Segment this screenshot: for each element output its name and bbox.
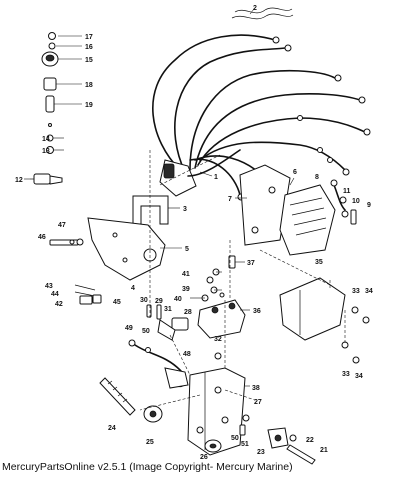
callout-13: 13 — [42, 148, 50, 155]
callout-18: 18 — [85, 82, 93, 89]
callout-19: 19 — [85, 102, 93, 109]
washer-26 — [204, 439, 222, 453]
callout-5: 5 — [185, 246, 189, 253]
nut-32 — [214, 352, 222, 360]
wiring-harness — [152, 7, 371, 201]
callout-4: 4 — [131, 285, 135, 292]
callout-33-lower: 33 — [342, 371, 350, 378]
callout-26: 26 — [200, 454, 208, 461]
callout-44: 44 — [51, 291, 59, 298]
temperature-sender — [30, 173, 63, 185]
ignition-module — [279, 184, 336, 256]
starter-solenoid — [197, 292, 246, 339]
washer-22 — [289, 434, 297, 442]
callout-48: 48 — [183, 351, 191, 358]
callout-38: 38 — [252, 385, 260, 392]
callout-21: 21 — [320, 447, 328, 454]
callout-30: 30 — [140, 297, 148, 304]
callout-17: 17 — [85, 34, 93, 41]
callout-8: 8 — [315, 174, 319, 181]
callout-39: 39 — [182, 286, 190, 293]
bolt-46 — [49, 238, 84, 246]
screw-9 — [350, 209, 357, 225]
wire-44 — [74, 291, 96, 297]
callout-31: 31 — [164, 306, 172, 313]
callout-35: 35 — [315, 259, 323, 266]
callout-11: 11 — [343, 188, 351, 195]
callout-40: 40 — [174, 296, 182, 303]
callout-7: 7 — [228, 196, 232, 203]
screw-29 — [156, 304, 162, 320]
electrical-cover — [279, 277, 346, 341]
callout-23: 23 — [257, 449, 265, 456]
ground-wire — [330, 179, 346, 211]
harness-bracket — [132, 195, 169, 225]
harness-plug — [159, 149, 241, 197]
callout-33-upper: 33 — [352, 288, 360, 295]
callout-36: 36 — [253, 308, 261, 315]
callout-25: 25 — [146, 439, 154, 446]
clip-45 — [92, 294, 102, 304]
callout-9: 9 — [367, 202, 371, 209]
nut-51 — [242, 414, 250, 422]
terminal-42 — [79, 295, 93, 305]
callout-47: 47 — [58, 222, 66, 229]
callout-28: 28 — [184, 309, 192, 316]
callout-24: 24 — [108, 425, 116, 432]
callout-12: 12 — [15, 177, 23, 184]
callout-37: 37 — [247, 260, 255, 267]
fastener-38 — [206, 276, 214, 284]
callout-27: 27 — [254, 399, 262, 406]
spacer-25 — [143, 405, 163, 423]
assembly-guide-lines — [139, 150, 346, 411]
callout-41: 41 — [182, 271, 190, 278]
fastener-stack — [41, 32, 59, 154]
bolt-21 — [286, 444, 316, 465]
callout-22: 22 — [306, 437, 314, 444]
callout-14: 14 — [42, 136, 50, 143]
callout-42: 42 — [55, 301, 63, 308]
callout-15: 15 — [85, 57, 93, 64]
screw-30 — [146, 304, 152, 318]
callout-1: 1 — [214, 174, 218, 181]
stud-24 — [99, 377, 136, 416]
callout-labels: 2 17 16 15 18 19 14 13 12 1 6 8 7 11 10 … — [15, 5, 373, 461]
callout-34-upper: 34 — [365, 288, 373, 295]
connector-31 — [157, 319, 176, 341]
callout-50-upper: 50 — [142, 328, 150, 335]
callout-16: 16 — [85, 44, 93, 51]
nut-11 — [339, 196, 347, 204]
clamp-23 — [267, 427, 289, 449]
callout-43: 43 — [45, 283, 53, 290]
screw-50-lower — [239, 424, 246, 436]
leader-lines — [24, 8, 295, 387]
callout-50-lower: 50 — [231, 435, 239, 442]
callout-32: 32 — [214, 336, 222, 343]
callout-46: 46 — [38, 234, 46, 241]
mounting-plate — [87, 217, 166, 281]
callout-51: 51 — [241, 441, 249, 448]
callout-6: 6 — [293, 169, 297, 176]
mounting-bracket-27 — [187, 367, 246, 456]
callout-49: 49 — [125, 325, 133, 332]
callout-3: 3 — [183, 206, 187, 213]
wire-43 — [74, 284, 96, 291]
callout-34-lower: 34 — [355, 373, 363, 380]
callout-10: 10 — [352, 198, 360, 205]
washer-10 — [341, 210, 349, 218]
image-copyright-caption: MercuryPartsOnline v2.5.1 (Image Copyrig… — [2, 461, 293, 473]
callout-29: 29 — [155, 298, 163, 305]
cover-screws — [341, 306, 370, 364]
callout-2: 2 — [253, 5, 257, 12]
relay-28 — [171, 317, 189, 331]
lower-harness — [128, 339, 189, 389]
callout-45: 45 — [113, 299, 121, 306]
